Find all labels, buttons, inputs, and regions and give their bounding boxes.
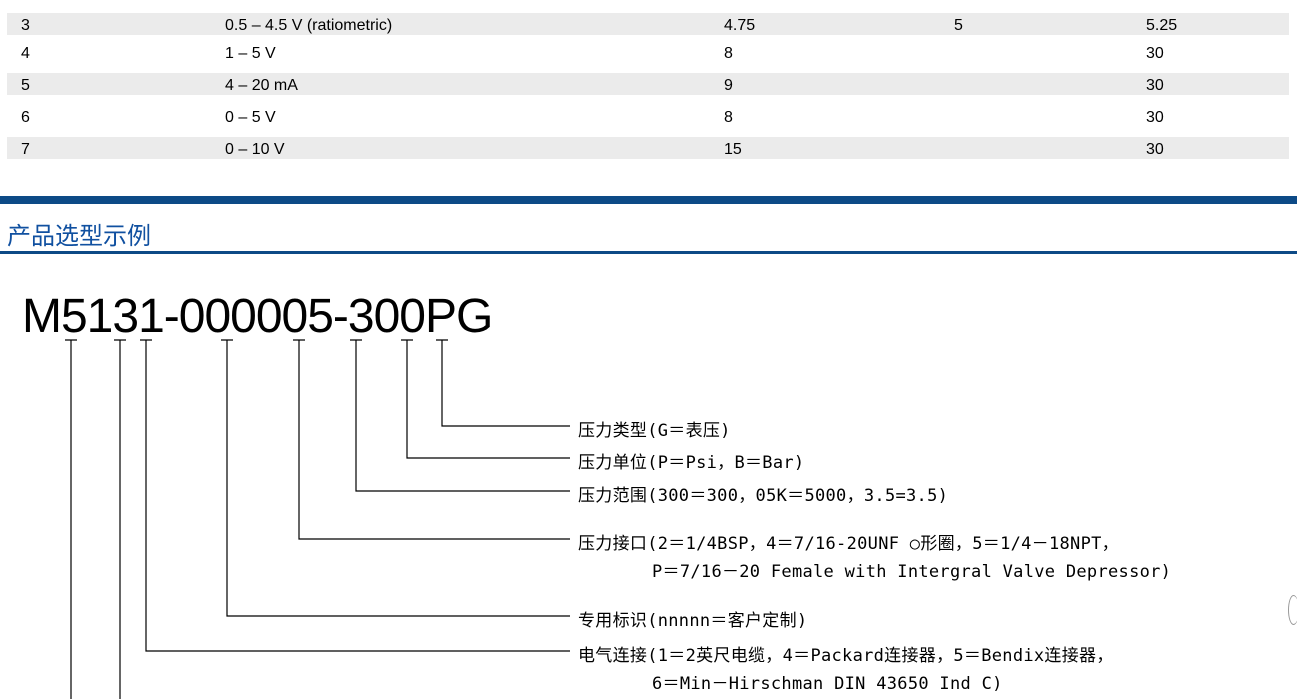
section-title: 产品选型示例	[7, 222, 151, 250]
callout-custom-id	[226, 340, 570, 617]
desc-electrical-cont: 6＝Min－Hirschman DIN 43650 Ind C)	[652, 674, 1003, 694]
table-row: 6 0 – 5 V 8 30	[7, 105, 1289, 127]
model-code: M5131-000005-300PG	[22, 290, 493, 343]
typ-cell: 5	[954, 17, 963, 34]
signal-cell: 1 – 5 V	[225, 45, 276, 62]
signal-cell: 0 – 10 V	[225, 141, 285, 158]
desc-pressure-port: 压力接口(2＝1/4BSP，4＝7/16-20UNF ○形圈，5＝1/4－18N…	[578, 534, 1119, 554]
code-cell: 3	[21, 17, 30, 34]
desc-custom-id: 专用标识(nnnnn＝客户定制)	[578, 611, 808, 631]
max-cell: 30	[1146, 141, 1164, 158]
callout-pressure-type	[441, 340, 570, 427]
table-row: 5 4 – 20 mA 9 30	[7, 73, 1289, 95]
max-cell: 5.25	[1146, 17, 1178, 34]
min-cell: 15	[724, 141, 742, 158]
desc-pressure-port-cont: P＝7/16－20 Female with Intergral Valve De…	[652, 562, 1172, 582]
table-row: 7 0 – 10 V 15 30	[7, 137, 1289, 159]
desc-pressure-unit: 压力单位(P＝Psi，B＝Bar)	[578, 453, 805, 473]
desc-pressure-type: 压力类型(G＝表压)	[578, 421, 731, 441]
max-cell: 30	[1146, 109, 1164, 126]
callout-pressure-port	[298, 340, 570, 540]
desc-pressure-range: 压力范围(300＝300，05K＝5000，3.5=3.5)	[578, 486, 949, 506]
min-cell: 8	[724, 109, 733, 126]
signal-cell: 4 – 20 mA	[225, 77, 298, 94]
min-cell: 8	[724, 45, 733, 62]
code-cell: 6	[21, 109, 30, 126]
table-row: 3 0.5 – 4.5 V (ratiometric) 4.75 5 5.25	[7, 13, 1289, 35]
signal-cell: 0 – 5 V	[225, 109, 276, 126]
table-row: 4 1 – 5 V 8 30	[7, 41, 1289, 63]
signal-cell: 0.5 – 4.5 V (ratiometric)	[225, 17, 393, 34]
callout-pressure-unit	[406, 340, 570, 459]
code-cell: 7	[21, 141, 30, 158]
callout-pressure-range	[355, 340, 570, 492]
section-underline	[0, 251, 1297, 254]
max-cell: 30	[1146, 45, 1164, 62]
code-cell: 4	[21, 45, 30, 62]
page-edge-mark	[1288, 595, 1297, 625]
desc-electrical: 电气连接(1＝2英尺电缆，4＝Packard连接器，5＝Bendix连接器，	[578, 646, 1114, 666]
callout-electrical	[145, 340, 570, 652]
min-cell: 4.75	[724, 17, 756, 34]
code-cell: 5	[21, 77, 30, 94]
min-cell: 9	[724, 77, 733, 94]
max-cell: 30	[1146, 77, 1164, 94]
section-divider-bar	[0, 196, 1297, 204]
